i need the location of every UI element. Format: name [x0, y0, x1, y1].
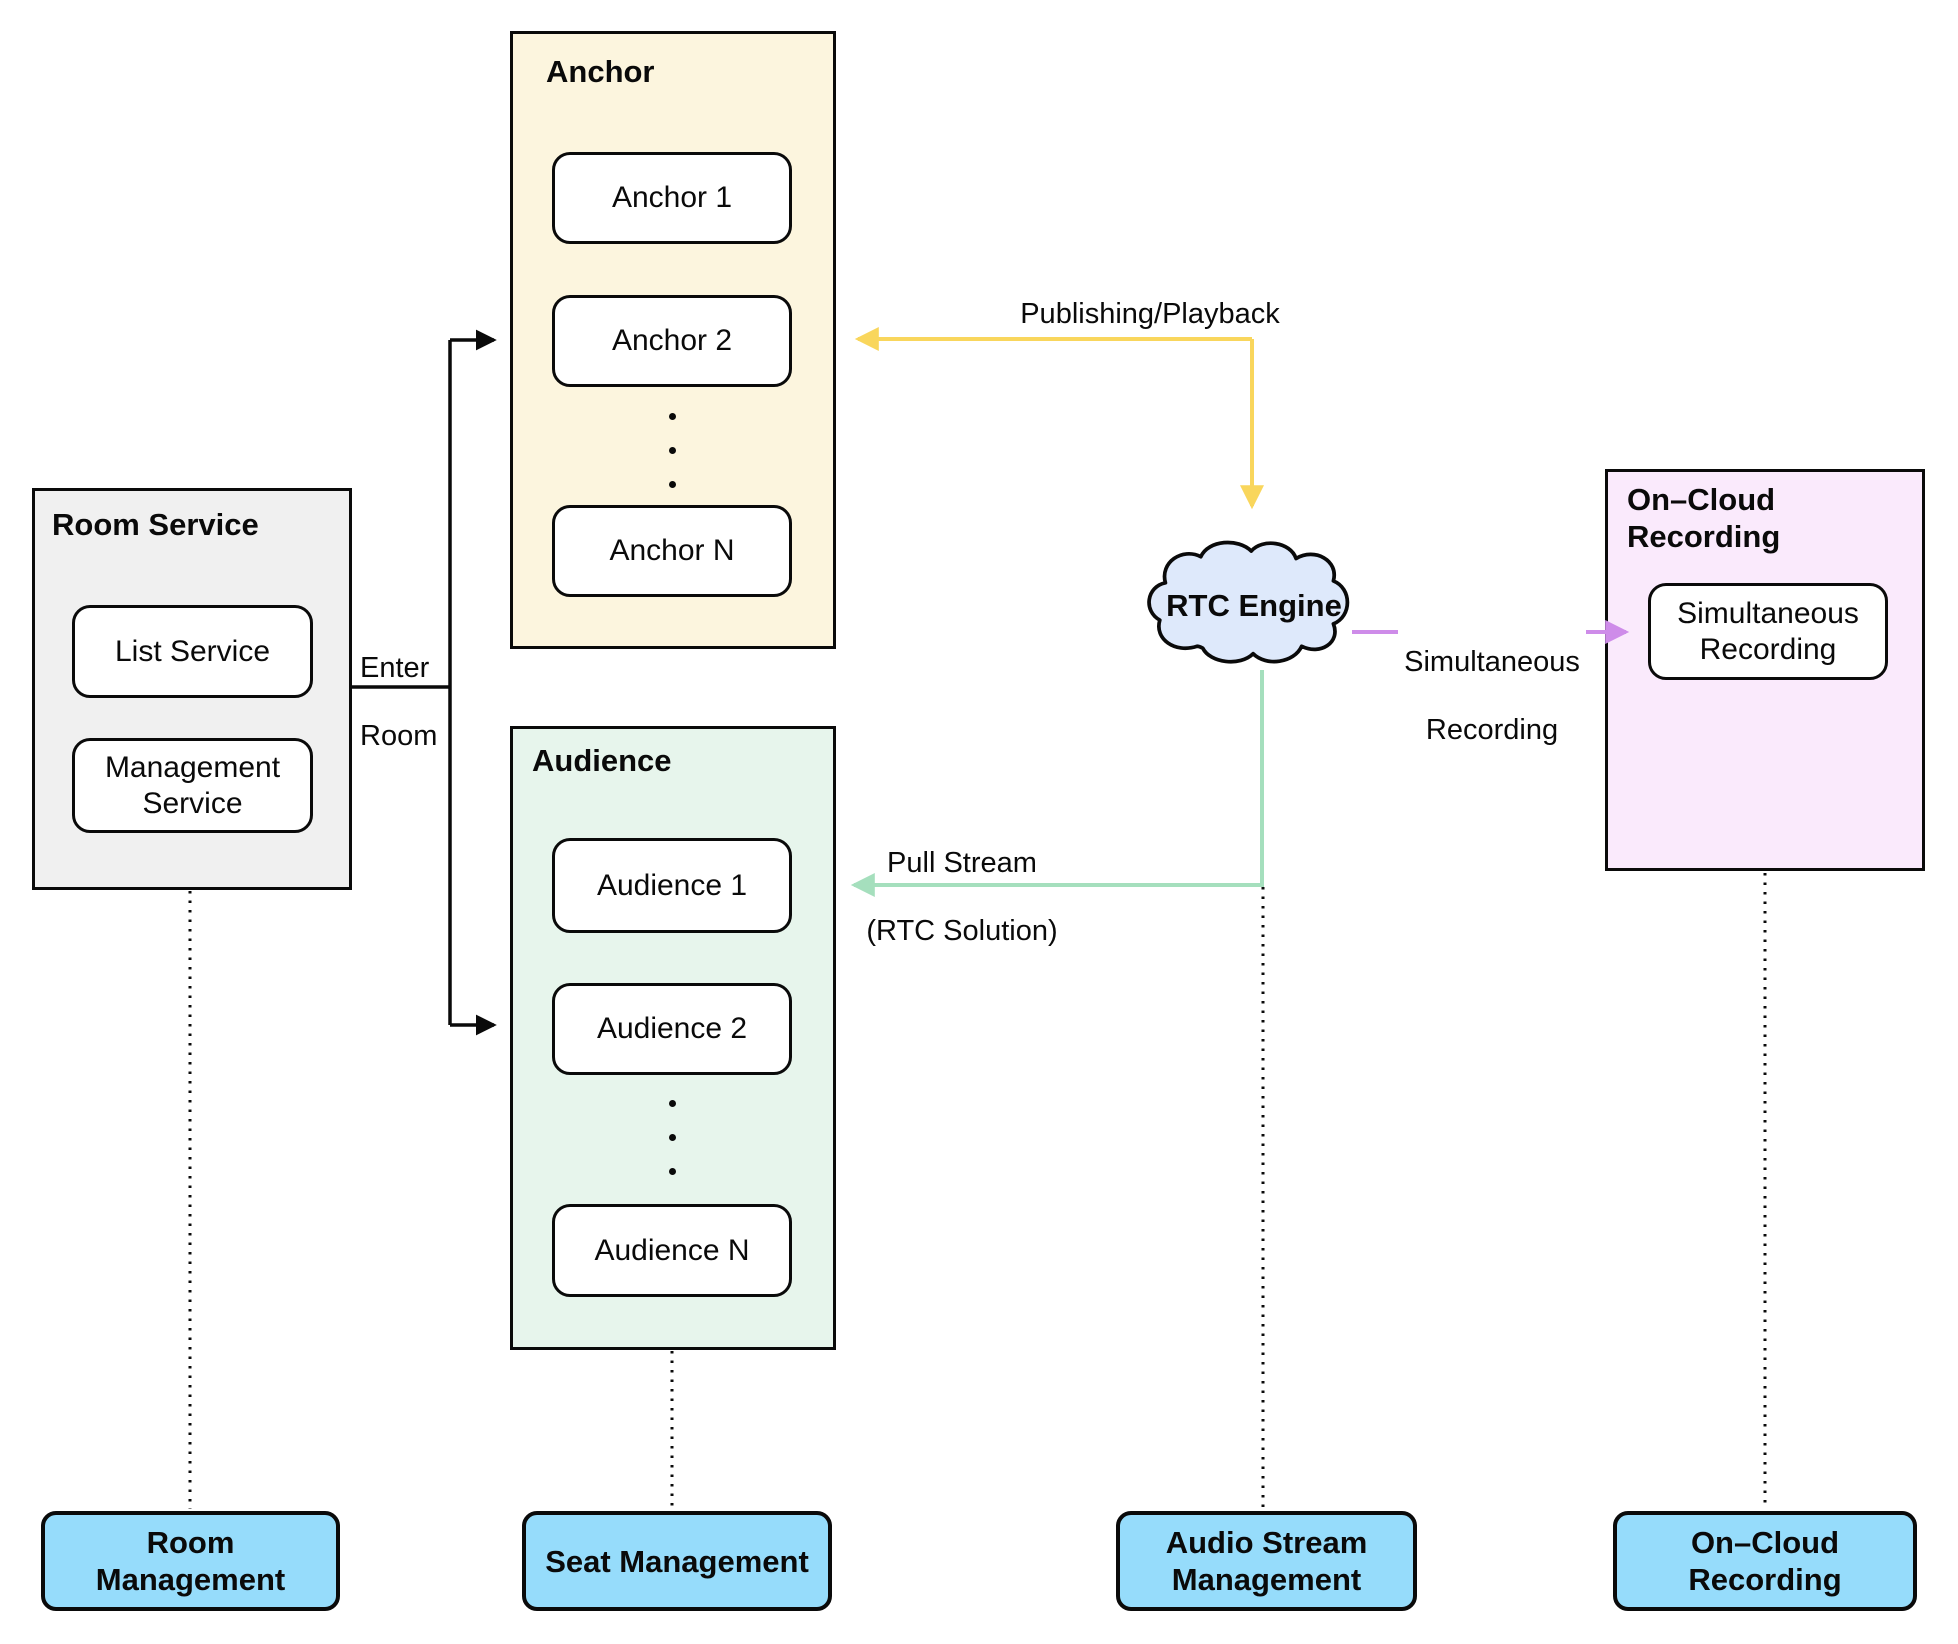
- pull-stream-label-line2: (RTC Solution): [866, 915, 1058, 947]
- audience-2-node: Audience 2: [552, 983, 792, 1075]
- pull-stream-label: Pull Stream (RTC Solution): [812, 812, 1112, 948]
- audience-n-node: Audience N: [552, 1204, 792, 1297]
- anchor-title: Anchor: [546, 54, 655, 89]
- audio-stream-management-node: Audio Stream Management: [1116, 1511, 1417, 1611]
- simultaneous-recording-node: Simultaneous Recording: [1648, 583, 1888, 680]
- rtc-engine-label: RTC Engine: [1166, 588, 1342, 623]
- anchor-1-node: Anchor 1: [552, 152, 792, 244]
- room-management-node: Room Management: [41, 1511, 340, 1611]
- on-cloud-recording-bottom-node: On–Cloud Recording: [1613, 1511, 1917, 1611]
- simultaneous-recording-label-line1: Simultaneous: [1404, 646, 1580, 678]
- on-cloud-recording-title: On–Cloud Recording: [1627, 482, 1781, 554]
- anchor-ellipsis-dots: [668, 413, 676, 488]
- enter-room-label: Enter Room: [360, 617, 450, 753]
- rtc-engine-cloud: [1147, 540, 1350, 664]
- audience-ellipsis-dots: [668, 1100, 676, 1175]
- enter-room-label-line2: Room: [360, 720, 438, 752]
- anchor-n-node: Anchor N: [552, 505, 792, 597]
- seat-management-node: Seat Management: [522, 1511, 832, 1611]
- simultaneous-recording-label: Simultaneous Recording: [1398, 611, 1586, 747]
- audience-1-node: Audience 1: [552, 838, 792, 933]
- anchor-2-node: Anchor 2: [552, 295, 792, 387]
- simultaneous-recording-label-line2: Recording: [1425, 714, 1559, 746]
- management-service-node: Management Service: [72, 738, 313, 833]
- list-service-node: List Service: [72, 605, 313, 698]
- pull-stream-label-line1: Pull Stream: [887, 847, 1037, 879]
- publishing-playback-label: Publishing/Playback: [1020, 298, 1280, 330]
- room-service-title: Room Service: [52, 507, 259, 542]
- enter-room-label-line1: Enter: [360, 652, 430, 684]
- cloud-shape: [1147, 540, 1350, 664]
- audience-title: Audience: [532, 743, 672, 778]
